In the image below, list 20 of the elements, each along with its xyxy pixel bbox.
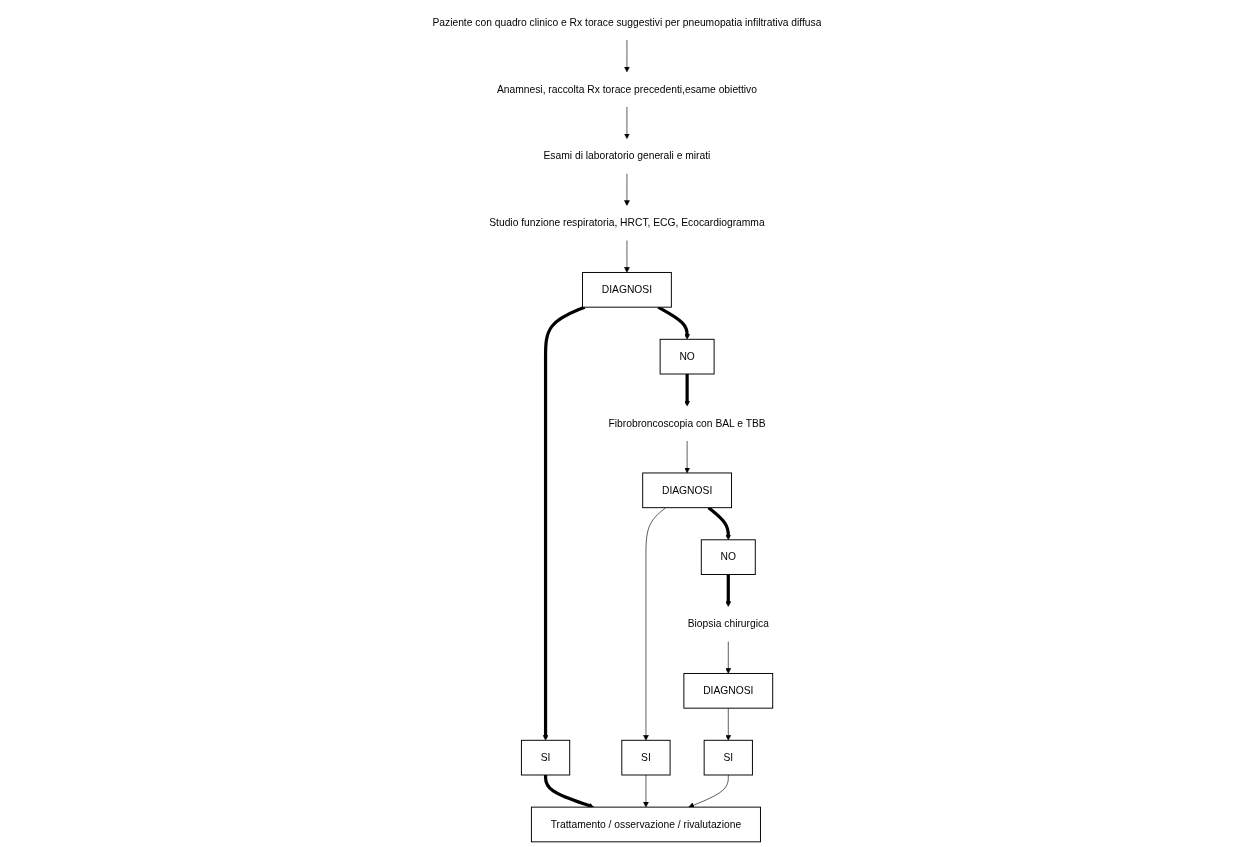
- node-text: Anamnesi, raccolta Rx torace precedenti,esame obiettivo: [496, 83, 758, 95]
- arrow: [707, 506, 732, 541]
- node-box: NO: [700, 539, 756, 575]
- arrow: [544, 775, 595, 809]
- node-box: DIAGNOSI: [582, 272, 672, 308]
- arrow: [542, 305, 586, 741]
- node-box: DIAGNOSI: [642, 472, 733, 509]
- node-text: Paziente con quadro clinico e Rx torace suggestivi per pneumopatia infiltrativa diffusa: [432, 16, 822, 28]
- node-text: Biopsia chirurgica: [687, 618, 769, 630]
- arrow: [684, 374, 690, 407]
- node-text: Esami di laboratorio generali e mirati: [543, 150, 711, 162]
- node-box: NO: [659, 338, 715, 375]
- node-box: SI: [703, 739, 753, 776]
- node-box: DIAGNOSI: [683, 673, 774, 709]
- node-text: Fibrobroncoscopia con BAL e TBB: [608, 417, 766, 429]
- node-box: SI: [621, 739, 671, 776]
- arrow: [725, 574, 732, 607]
- node-text: Studio funzione respiratoria, HRCT, ECG, Ecocardiogramma: [489, 217, 765, 229]
- node-box: SI: [521, 739, 571, 776]
- node-box: Trattamento / osservazione / rivalutazione: [531, 806, 761, 843]
